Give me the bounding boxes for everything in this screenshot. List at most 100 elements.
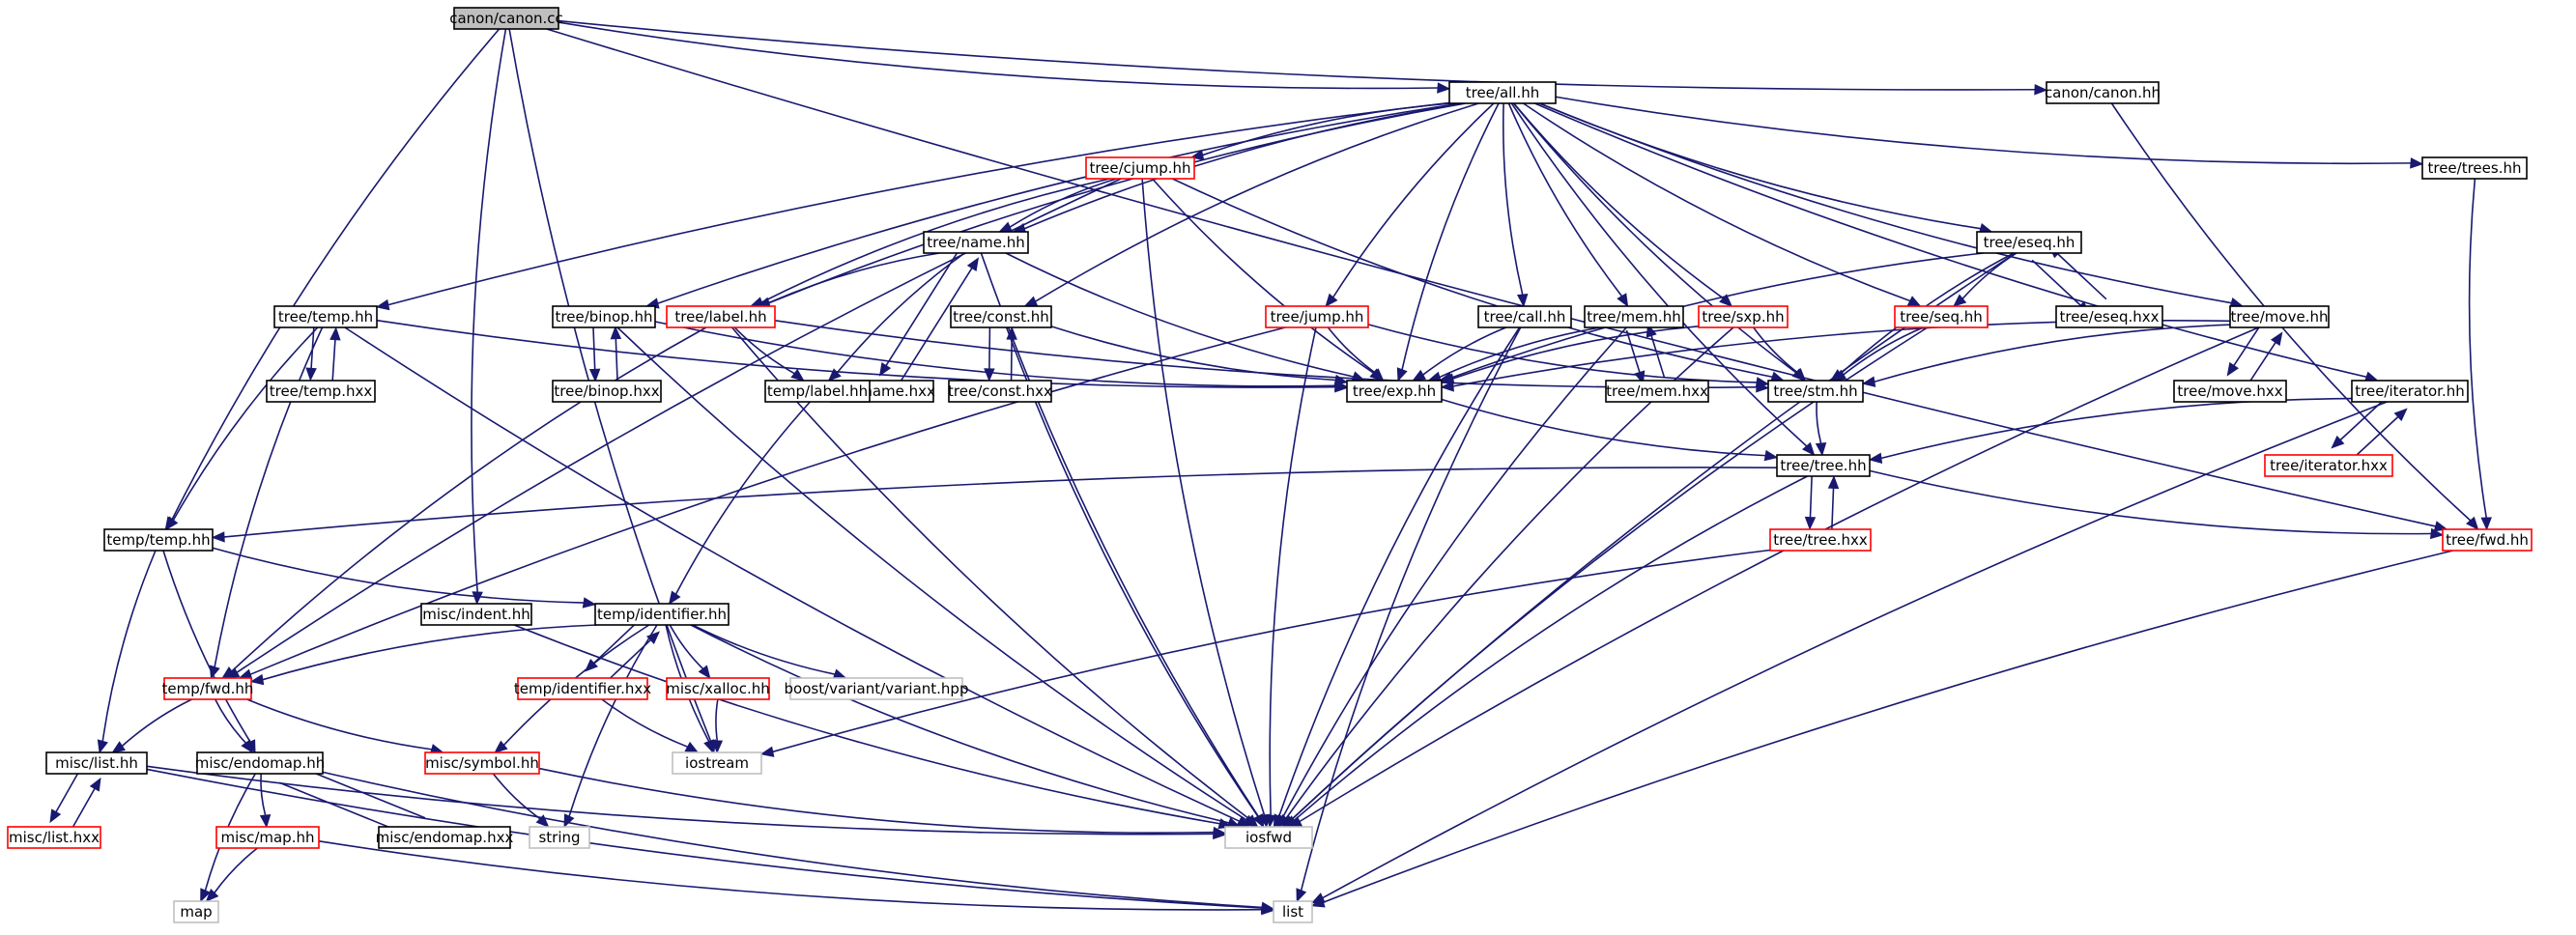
dependency-edge [1827, 475, 1840, 530]
graph-node[interactable]: tree/label.hh [666, 305, 776, 328]
node-label: canon/canon.cc [449, 10, 563, 27]
edge-line [733, 326, 795, 375]
node-label: misc/endomap.hxx [376, 829, 514, 846]
graph-node[interactable]: tree/binop.hh [552, 305, 656, 328]
edge-line [1151, 178, 1374, 374]
graph-node[interactable]: canon/canon.hh [2045, 81, 2161, 104]
graph-node[interactable]: misc/indent.hh [420, 603, 532, 626]
graph-node[interactable]: temp/identifier.hxx [514, 677, 651, 700]
graph-node[interactable]: misc/list.hxx [7, 826, 101, 849]
edge-line [760, 178, 1111, 303]
node-box [2046, 81, 2160, 104]
graph-node[interactable]: tree/binop.hxx [552, 380, 662, 403]
node-label: misc/list.hxx [9, 829, 100, 846]
graph-node[interactable]: tree/mem.hxx [1605, 380, 1709, 403]
dependency-edge [249, 624, 597, 686]
dependency-edge [49, 768, 81, 824]
dependency-edge [212, 547, 597, 609]
graph-node[interactable]: tree/call.hh [1477, 305, 1572, 328]
edge-line [988, 326, 991, 369]
graph-node[interactable]: tree/cjump.hh [1085, 156, 1195, 180]
node-box [273, 305, 378, 328]
dependency-edge [1006, 326, 1017, 382]
edge-line [1816, 401, 1822, 444]
graph-node[interactable]: tree/temp.hxx [266, 380, 376, 403]
graph-node[interactable]: misc/endomap.hh [195, 751, 325, 775]
graph-node[interactable]: misc/symbol.hh [424, 751, 540, 775]
dependency-edge [513, 624, 1233, 830]
graph-node[interactable]: tree/temp.hh [273, 305, 378, 328]
edge-line [1332, 102, 1495, 298]
graph-node[interactable]: tree/const.hh [950, 305, 1052, 328]
edge-arrowhead [2429, 527, 2445, 540]
dependency-edge [2348, 408, 2408, 463]
edge-arrowhead [1261, 903, 1275, 916]
graph-node[interactable]: tree/iterator.hxx [2264, 454, 2393, 477]
node-label: tree/eseq.hxx [2059, 308, 2159, 326]
node-box [529, 826, 590, 849]
dependency-edge [984, 326, 995, 382]
dependency-edge [1507, 102, 1629, 308]
edge-arrowhead [221, 666, 236, 679]
edge-line [1507, 102, 1623, 298]
node-label: iosfwd [1245, 829, 1292, 846]
edge-line [387, 101, 1450, 306]
edge-arrowhead [684, 741, 700, 753]
dependency-edge [70, 777, 101, 833]
edge-arrowhead [375, 298, 390, 311]
graph-node: iostream [672, 751, 762, 775]
graph-node[interactable]: tree/iterator.hh [2351, 380, 2469, 403]
graph-node[interactable]: temp/temp.hh [103, 528, 214, 552]
graph-node[interactable]: tree/sxp.hh [1698, 305, 1789, 328]
node-label: tree/label.hh [674, 308, 766, 326]
node-label: tree/cjump.hh [1089, 159, 1190, 177]
graph-node[interactable]: temp/identifier.hh [594, 603, 730, 626]
node-box [594, 603, 730, 626]
graph-node[interactable]: tree/name.hh [923, 231, 1029, 254]
edge-line [654, 321, 1336, 387]
edge-line [101, 550, 157, 742]
graph-node[interactable]: misc/xalloc.hh [666, 677, 770, 700]
graph-node[interactable]: misc/map.hh [215, 826, 320, 849]
graph-node[interactable]: tree/fwd.hh [2442, 528, 2533, 552]
graph-node[interactable]: tree/stm.hh [1767, 380, 1864, 403]
graph-node[interactable]: tree/tree.hxx [1769, 528, 1872, 552]
node-box [764, 380, 871, 403]
dependency-edge [644, 102, 1461, 309]
node-label: map [180, 903, 212, 921]
dependency-edge [1804, 475, 1817, 530]
graph-node[interactable]: tree/mem.hh [1584, 305, 1684, 328]
edge-arrowhead [646, 631, 660, 645]
graph-node[interactable]: temp/label.hh [764, 380, 871, 403]
edge-arrowhead [2034, 83, 2048, 96]
graph-node[interactable]: tree/move.hxx [2173, 380, 2287, 403]
graph-node[interactable]: misc/endomap.hxx [376, 826, 514, 849]
node-box [424, 751, 540, 775]
edge-line [55, 768, 81, 812]
dependency-edge [1325, 102, 1495, 308]
graph-node[interactable]: tree/const.hxx [948, 380, 1052, 403]
graph-node[interactable]: tree/tree.hh [1776, 454, 1871, 477]
dependency-edge [1396, 102, 1500, 382]
edge-line [538, 767, 1215, 834]
graph-node[interactable]: tree/jump.hh [1265, 305, 1369, 328]
graph-node[interactable]: misc/list.hh [45, 751, 148, 775]
edge-line [1141, 178, 1266, 816]
dependency-edge [1538, 102, 2245, 309]
graph-node: string [529, 826, 590, 849]
edge-line [214, 698, 246, 744]
node-box [1346, 380, 1443, 403]
edge-line [1323, 550, 2453, 903]
graph-node[interactable]: tree/move.hh [2229, 305, 2330, 328]
graph-node[interactable]: tree/eseq.hxx [2055, 305, 2163, 328]
edge-line [897, 268, 973, 386]
graph-node[interactable]: temp/fwd.hh [162, 677, 254, 700]
graph-node[interactable]: tree/eseq.hh [1976, 231, 2082, 254]
graph-node[interactable]: canon/canon.cc [449, 7, 563, 30]
graph-node[interactable]: tree/seq.hh [1894, 305, 1989, 328]
graph-node[interactable]: tree/trees.hh [2421, 156, 2528, 180]
node-box [173, 900, 219, 923]
edge-line [1422, 326, 1507, 376]
graph-node[interactable]: tree/all.hh [1448, 81, 1557, 104]
graph-node[interactable]: tree/exp.hh [1346, 380, 1443, 403]
